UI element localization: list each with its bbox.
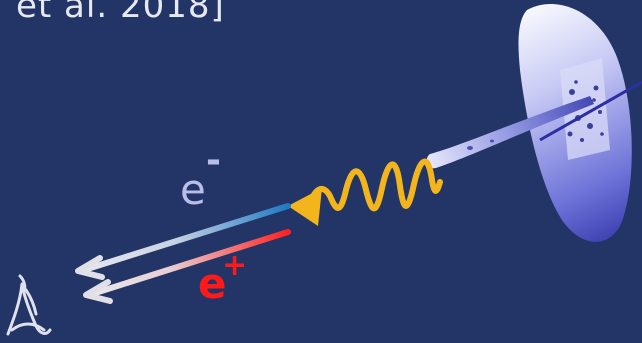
electron-label: e — [180, 165, 206, 214]
electron-charge-label: - — [206, 140, 221, 181]
electron-track — [75, 203, 291, 280]
logo-icon — [6, 274, 52, 336]
positron-track — [83, 229, 291, 304]
jet-icon — [426, 96, 594, 169]
citation-text: et al. 2018] — [16, 0, 225, 26]
detector-icon — [518, 4, 642, 242]
positron-label: e — [198, 259, 227, 308]
positron-charge-label: + — [222, 248, 247, 283]
photon-icon — [288, 158, 443, 226]
